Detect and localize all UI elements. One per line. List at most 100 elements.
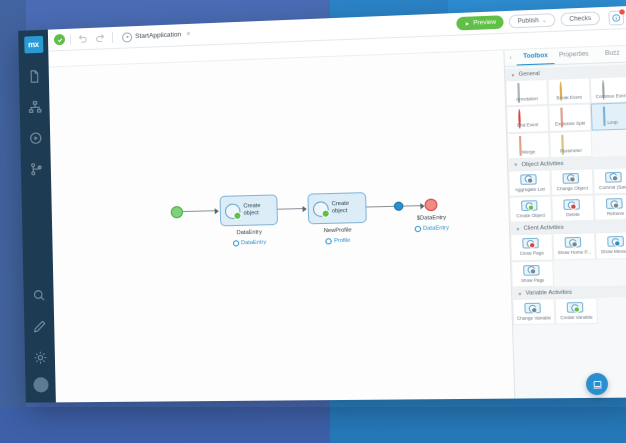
start-event[interactable] xyxy=(170,205,184,219)
microflow-icon xyxy=(121,31,133,43)
activity-shape-icon xyxy=(607,236,625,248)
toolbox-item[interactable]: Aggregate List xyxy=(508,169,552,197)
toolbox-item-shape xyxy=(607,236,626,248)
tab-properties[interactable]: Properties xyxy=(558,51,589,59)
toolbar-spacer xyxy=(200,24,451,34)
document-tab[interactable]: StartApplication × xyxy=(118,28,195,43)
toolbox-item[interactable]: Merge xyxy=(507,131,550,160)
toolbox-item-shape xyxy=(560,107,579,128)
toolbox-item[interactable]: Continue Event xyxy=(589,75,626,104)
activity-1-sublink[interactable]: DataEntry xyxy=(221,239,279,247)
toolbox-item-label: Continue Event xyxy=(595,93,626,100)
merge-point[interactable] xyxy=(393,201,404,211)
pencil-icon[interactable] xyxy=(28,315,50,337)
close-icon[interactable]: × xyxy=(186,30,191,39)
toolbox-item[interactable]: End Event xyxy=(506,105,550,133)
flow-connector-3 xyxy=(366,205,394,208)
chevron-right-icon[interactable]: › xyxy=(509,54,512,62)
toolbox-item[interactable]: Exclusive Split xyxy=(548,103,592,132)
toolbox-item[interactable]: Create Object xyxy=(509,195,553,224)
activity-2-sublink[interactable]: Profile xyxy=(309,237,368,245)
activity-shape-icon xyxy=(521,200,539,212)
chevron-down-icon: ▼ xyxy=(513,162,519,168)
activity-create-object-2[interactable]: Create object xyxy=(307,192,367,225)
toolbox-item-shape xyxy=(559,81,578,102)
toolbox-item-label: Retrieve xyxy=(606,211,625,217)
left-rail: mx xyxy=(18,29,56,403)
toolbox-item[interactable]: Show Home P... xyxy=(552,232,596,261)
toolbox-group-title: General xyxy=(518,70,540,78)
toolbox-item[interactable]: Change Object xyxy=(550,168,594,196)
search-icon[interactable] xyxy=(27,284,49,306)
toolbox-item[interactable]: Create Variable xyxy=(554,297,599,325)
toolbox-item[interactable]: Loop xyxy=(590,102,626,131)
create-object-icon xyxy=(312,200,330,218)
help-chat-button[interactable] xyxy=(585,372,609,396)
toolbox-item[interactable]: Show Page xyxy=(511,260,555,288)
toolbox-item[interactable]: Change Variable xyxy=(512,298,556,326)
flow-connector-1 xyxy=(182,210,216,213)
toolbar-divider-2 xyxy=(111,32,114,44)
activity-shape-icon xyxy=(520,173,538,185)
entity-icon xyxy=(414,225,421,233)
sidebar-item-documents[interactable] xyxy=(23,65,45,88)
avatar[interactable] xyxy=(32,377,49,393)
checks-button-label: Checks xyxy=(569,15,592,23)
sidebar-item-version-control[interactable] xyxy=(25,157,47,180)
create-object-badge xyxy=(321,208,330,218)
main-column: StartApplication × Preview Publish ⌄ Che… xyxy=(47,5,626,403)
checks-button[interactable]: Checks xyxy=(560,11,601,27)
notifications-button[interactable] xyxy=(608,8,625,26)
toolbox-item[interactable]: Commit (Save) xyxy=(592,167,626,195)
toolbox-item[interactable]: Retrieve xyxy=(593,193,626,222)
toolbox-item[interactable]: Break Event xyxy=(547,77,591,106)
end-event[interactable] xyxy=(424,198,438,212)
tab-buzz[interactable]: Buzz xyxy=(604,50,620,58)
rail-spacer xyxy=(36,189,38,284)
entity-icon xyxy=(325,238,332,245)
toolbox-item[interactable]: Annotation xyxy=(505,78,549,107)
toolbox-item-shape xyxy=(518,109,537,130)
redo-icon[interactable] xyxy=(94,31,107,45)
toolbox-group-title: Client Activities xyxy=(523,225,564,233)
undo-icon[interactable] xyxy=(76,32,89,45)
toolbox-item-label: Break Event xyxy=(556,95,583,101)
toolbox-item-shape xyxy=(562,172,581,185)
toolbox-item-shape xyxy=(606,198,624,210)
microflow-canvas[interactable]: Create object DataEntry DataEntry xyxy=(48,50,515,403)
activity-create-object-1[interactable]: Create object xyxy=(219,194,279,227)
preview-button[interactable]: Preview xyxy=(455,15,504,31)
publish-button[interactable]: Publish ⌄ xyxy=(508,13,556,29)
toolbox-item-label: End Event xyxy=(517,123,539,129)
toolbox-item-shape xyxy=(603,106,621,127)
mendix-logo[interactable]: mx xyxy=(23,35,43,54)
activity-shape-icon xyxy=(562,172,580,184)
notification-badge xyxy=(619,8,625,15)
gear-icon[interactable] xyxy=(29,346,51,368)
tab-toolbox[interactable]: Toolbox xyxy=(516,48,555,66)
activity-shape-icon xyxy=(563,199,581,211)
end-event-sublink[interactable]: DataEntry xyxy=(400,225,464,233)
toolbox-item[interactable]: Show Message xyxy=(594,231,626,260)
sidebar-item-microflows[interactable] xyxy=(24,126,46,149)
work-area: Create object DataEntry DataEntry xyxy=(48,45,626,403)
toolbox-item-label: Show Page xyxy=(520,278,545,283)
toolbox-item[interactable]: Parameter xyxy=(549,130,593,158)
toolbox-item-label: Show Message xyxy=(600,249,626,255)
toolbox-item-label: Close Page xyxy=(519,251,545,257)
save-status-icon[interactable] xyxy=(53,33,66,46)
activity-shape-icon xyxy=(565,237,582,249)
chevron-down-icon: ⌄ xyxy=(541,17,547,24)
toolbox-item-shape xyxy=(522,238,541,250)
toolbox-item[interactable]: Delete xyxy=(551,194,595,223)
toolbox-item-shape xyxy=(520,173,539,186)
sidebar-item-navigation[interactable] xyxy=(23,95,45,118)
toolbox-item-label: Change Object xyxy=(556,186,588,192)
toolbox-item[interactable]: Close Page xyxy=(510,233,554,262)
app-window: mx xyxy=(18,5,626,403)
